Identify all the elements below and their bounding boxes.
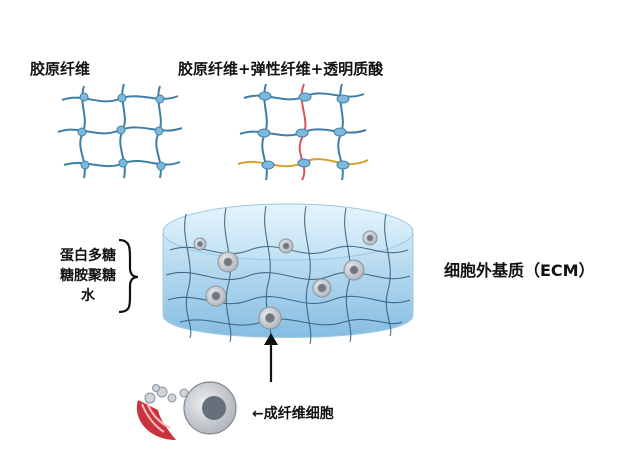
secretion-arrow [264,333,278,382]
mixed-fiber-title: 胶原纤维+弹性纤维+透明质酸 [178,60,384,78]
ground-substance-brace [118,238,139,314]
collagen-network [57,83,183,179]
fibroblast-label: ←成纤维细胞 [252,406,334,422]
fiber-beads [257,91,350,170]
secretory-vesicles [144,384,189,404]
mixed-network [237,83,369,181]
ground-substance-item: 水 [81,288,95,304]
ecm-gel-disk [162,203,414,345]
ground-substance-list: 蛋白多糖 糖胺聚糖 水 [52,246,124,306]
collagen-nodes [77,92,166,171]
fibroblast-cell [136,381,237,440]
ground-substance-item: 糖胺聚糖 [60,268,116,284]
ground-substance-item: 蛋白多糖 [60,248,116,264]
embedded-cells [193,230,378,330]
ecm-label: 细胞外基质（ECM） [444,261,595,280]
collagen-title: 胶原纤维 [30,60,91,78]
